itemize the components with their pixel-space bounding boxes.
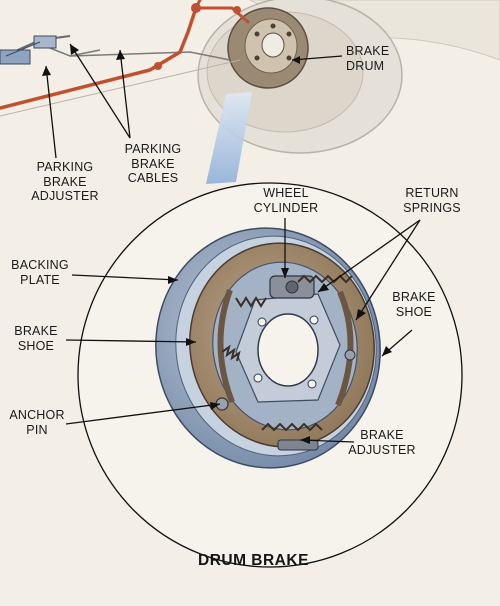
brake-line: [0, 0, 250, 110]
callout-backing-plate: [71, 274, 179, 281]
callout-brake-shoe-left: [65, 339, 197, 343]
callout-return-spring-1: [317, 219, 421, 293]
label-return-springs: RETURN SPRINGS: [403, 186, 461, 215]
frame-line: [0, 59, 241, 117]
callout-parking-brake-adjuster: [45, 65, 57, 159]
label-wheel-cylinder: WHEEL CYLINDER: [253, 186, 319, 215]
callout-return-spring-2: [355, 219, 421, 321]
label-brake-shoe-left: BRAKE SHOE: [14, 324, 58, 353]
label-backing-plate: BACKING PLATE: [11, 258, 69, 287]
callout-parking-brake-cable-1: [69, 43, 131, 139]
label-parking-brake-cables: PARKING BRAKE CABLES: [124, 142, 182, 185]
label-brake-drum: BRAKE DRUM: [346, 44, 390, 73]
label-brake-adjuster: BRAKE ADJUSTER: [348, 428, 416, 457]
callout-lines: [42, 43, 421, 444]
diagram-title: DRUM BRAKE: [198, 552, 309, 569]
callout-brake-drum: [291, 55, 343, 61]
projection-beam: [206, 92, 252, 184]
callout-anchor-pin: [65, 403, 221, 425]
callout-parking-brake-cable-2: [119, 49, 131, 139]
label-anchor-pin: ANCHOR PIN: [9, 408, 65, 437]
label-parking-brake-adjuster: PARKING BRAKE ADJUSTER: [31, 160, 99, 203]
parking-brake-linkage: [0, 35, 231, 65]
drum-brake-assembly: [155, 227, 381, 469]
label-brake-shoe-right: BRAKE SHOE: [392, 290, 436, 319]
